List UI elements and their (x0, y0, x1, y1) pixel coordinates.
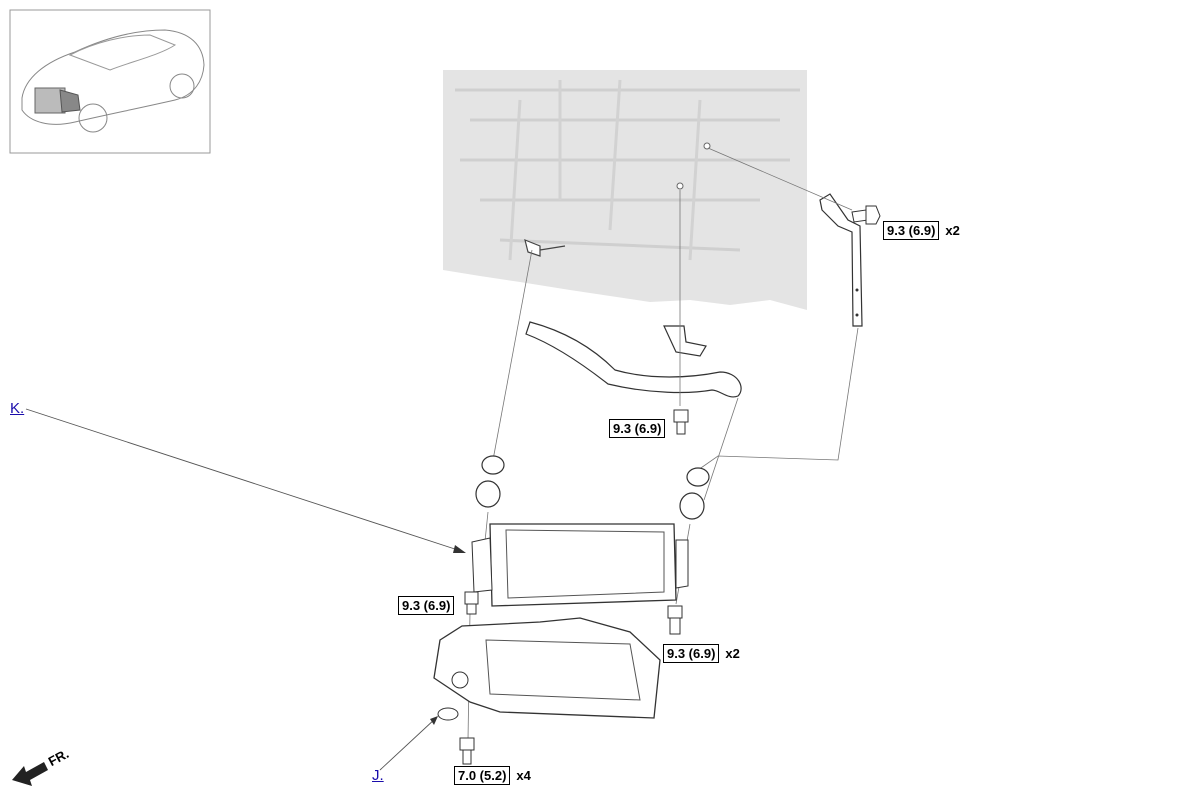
callout-link-k[interactable]: K. (10, 400, 25, 417)
torque-value: 9.3 (6.9) (883, 221, 940, 240)
bolt-quantity: x2 (945, 223, 960, 238)
bolt-quantity: x4 (516, 768, 531, 783)
bolt-quantity: x2 (725, 646, 740, 661)
arrowhead-j (430, 716, 438, 725)
vehicle-body-area (443, 70, 807, 310)
bolt-cooler-left (464, 591, 479, 615)
hose-pipe (525, 321, 742, 398)
torque-value: 9.3 (6.9) (398, 596, 455, 615)
bolt-cooler-right (667, 605, 683, 635)
bolt-center (673, 409, 689, 435)
torque-spec-bracket-bolt: 9.3 (6.9) x2 (883, 221, 960, 240)
vehicle-location-inset (9, 9, 211, 154)
torque-value: 9.3 (6.9) (663, 644, 720, 663)
arrowhead-k (453, 545, 466, 553)
lower-cover (433, 617, 661, 721)
torque-spec-cooler-right-bolt: 9.3 (6.9) x2 (663, 644, 740, 663)
rubber-mounts (475, 455, 710, 520)
cooler-core (471, 523, 689, 607)
front-arrow-icon (12, 762, 48, 786)
torque-spec-cover-bolt: 7.0 (5.2) x4 (454, 766, 531, 785)
bolt-cover (459, 737, 475, 765)
callout-link-j[interactable]: J. (372, 767, 384, 784)
torque-value: 7.0 (5.2) (454, 766, 511, 785)
torque-spec-hose-bolt: 9.3 (6.9) (609, 419, 666, 438)
torque-spec-cooler-left-bolt: 9.3 (6.9) (398, 596, 455, 615)
bolt-bracket (851, 205, 881, 225)
torque-value: 9.3 (6.9) (609, 419, 666, 438)
callout-leaders (25, 408, 465, 771)
mounting-bracket (819, 193, 863, 327)
